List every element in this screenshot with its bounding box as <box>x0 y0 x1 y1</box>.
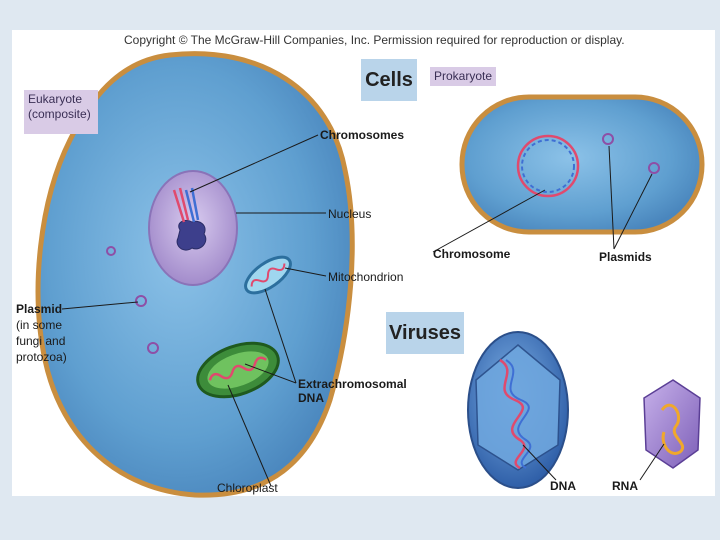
dna-virus <box>468 332 568 488</box>
label-plasmid: Plasmid <box>16 302 62 316</box>
label-rna: RNA <box>612 479 638 493</box>
label-plasmid-note-3: protozoa) <box>16 350 67 364</box>
prokaryote-label: Prokaryote <box>430 67 496 86</box>
label-plasmid-note-2: fungi and <box>16 334 65 348</box>
label-nucleus: Nucleus <box>328 207 371 221</box>
cells-heading: Cells <box>361 59 417 101</box>
rna-virus <box>644 380 700 468</box>
label-chloroplast: Chloroplast <box>217 481 278 495</box>
eukaryote-line1: Eukaryote <box>28 92 94 107</box>
eukaryote-label: Eukaryote (composite) <box>24 90 98 134</box>
label-plasmid-note-1: (in some <box>16 318 62 332</box>
label-chromosome: Chromosome <box>433 247 510 261</box>
label-mitochondrion: Mitochondrion <box>328 270 403 284</box>
viruses-heading: Viruses <box>386 312 464 354</box>
eukaryote-line2: (composite) <box>28 107 94 122</box>
label-dna: DNA <box>550 479 576 493</box>
label-extrachromosomal-2: DNA <box>298 391 324 405</box>
label-chromosomes: Chromosomes <box>320 128 404 142</box>
label-plasmids: Plasmids <box>599 250 652 264</box>
prokaryotic-cell <box>462 97 702 232</box>
label-extrachromosomal-1: Extrachromosomal <box>298 377 407 391</box>
nucleolus <box>177 220 206 250</box>
